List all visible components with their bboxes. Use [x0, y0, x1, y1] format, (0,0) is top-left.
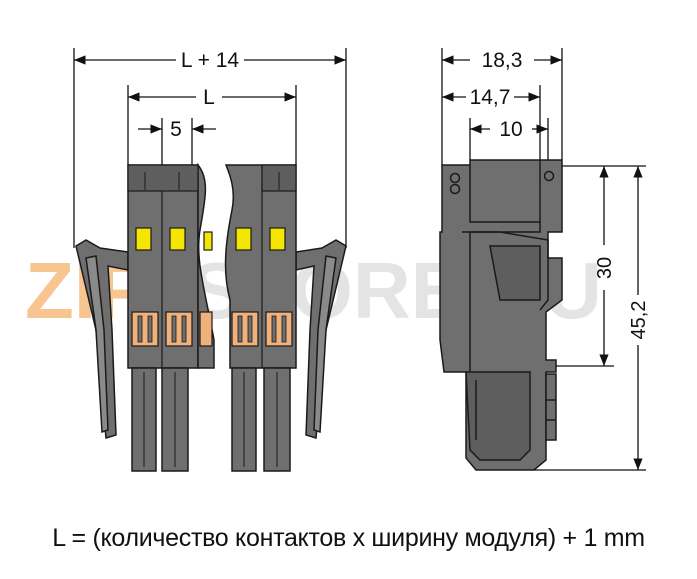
contact-window-3 — [231, 311, 259, 347]
front-view: L + 14 L 5 — [73, 48, 347, 472]
right-release-lever — [295, 239, 347, 439]
housing-right — [224, 164, 297, 472]
clamp-yellow-3 — [235, 227, 252, 251]
dim-pitch-label: 5 — [170, 118, 182, 141]
dim-height-total-label: 45,2 — [628, 301, 650, 340]
dim-width-outer-label: 18,3 — [482, 49, 523, 72]
dim-width-inner-label: 10 — [499, 118, 522, 141]
dim-length-label: L — [203, 86, 215, 109]
dim-height-short-label: 30 — [594, 257, 616, 279]
side-housing — [439, 159, 563, 471]
length-formula: L = (количество контактов x ширину модул… — [52, 524, 645, 552]
contact-window-1 — [131, 311, 159, 347]
left-release-lever — [75, 239, 129, 439]
front-dimensions — [73, 48, 347, 248]
side-hole-2 — [449, 183, 461, 195]
side-dimensions — [441, 48, 646, 471]
housing-left — [127, 162, 215, 472]
dim-width-mid-label: 14,7 — [470, 86, 511, 109]
clamp-yellow-2 — [169, 227, 186, 251]
contact-window-4 — [265, 311, 293, 347]
side-hole-3 — [543, 170, 555, 182]
clamp-yellow-1 — [135, 227, 152, 251]
dim-overall-label: L + 14 — [181, 49, 240, 72]
side-hole-1 — [449, 172, 461, 184]
clamp-yellow-4 — [269, 227, 286, 251]
side-view: 18,3 14,7 10 30 45,2 — [439, 48, 650, 471]
contact-window-2 — [165, 311, 193, 347]
